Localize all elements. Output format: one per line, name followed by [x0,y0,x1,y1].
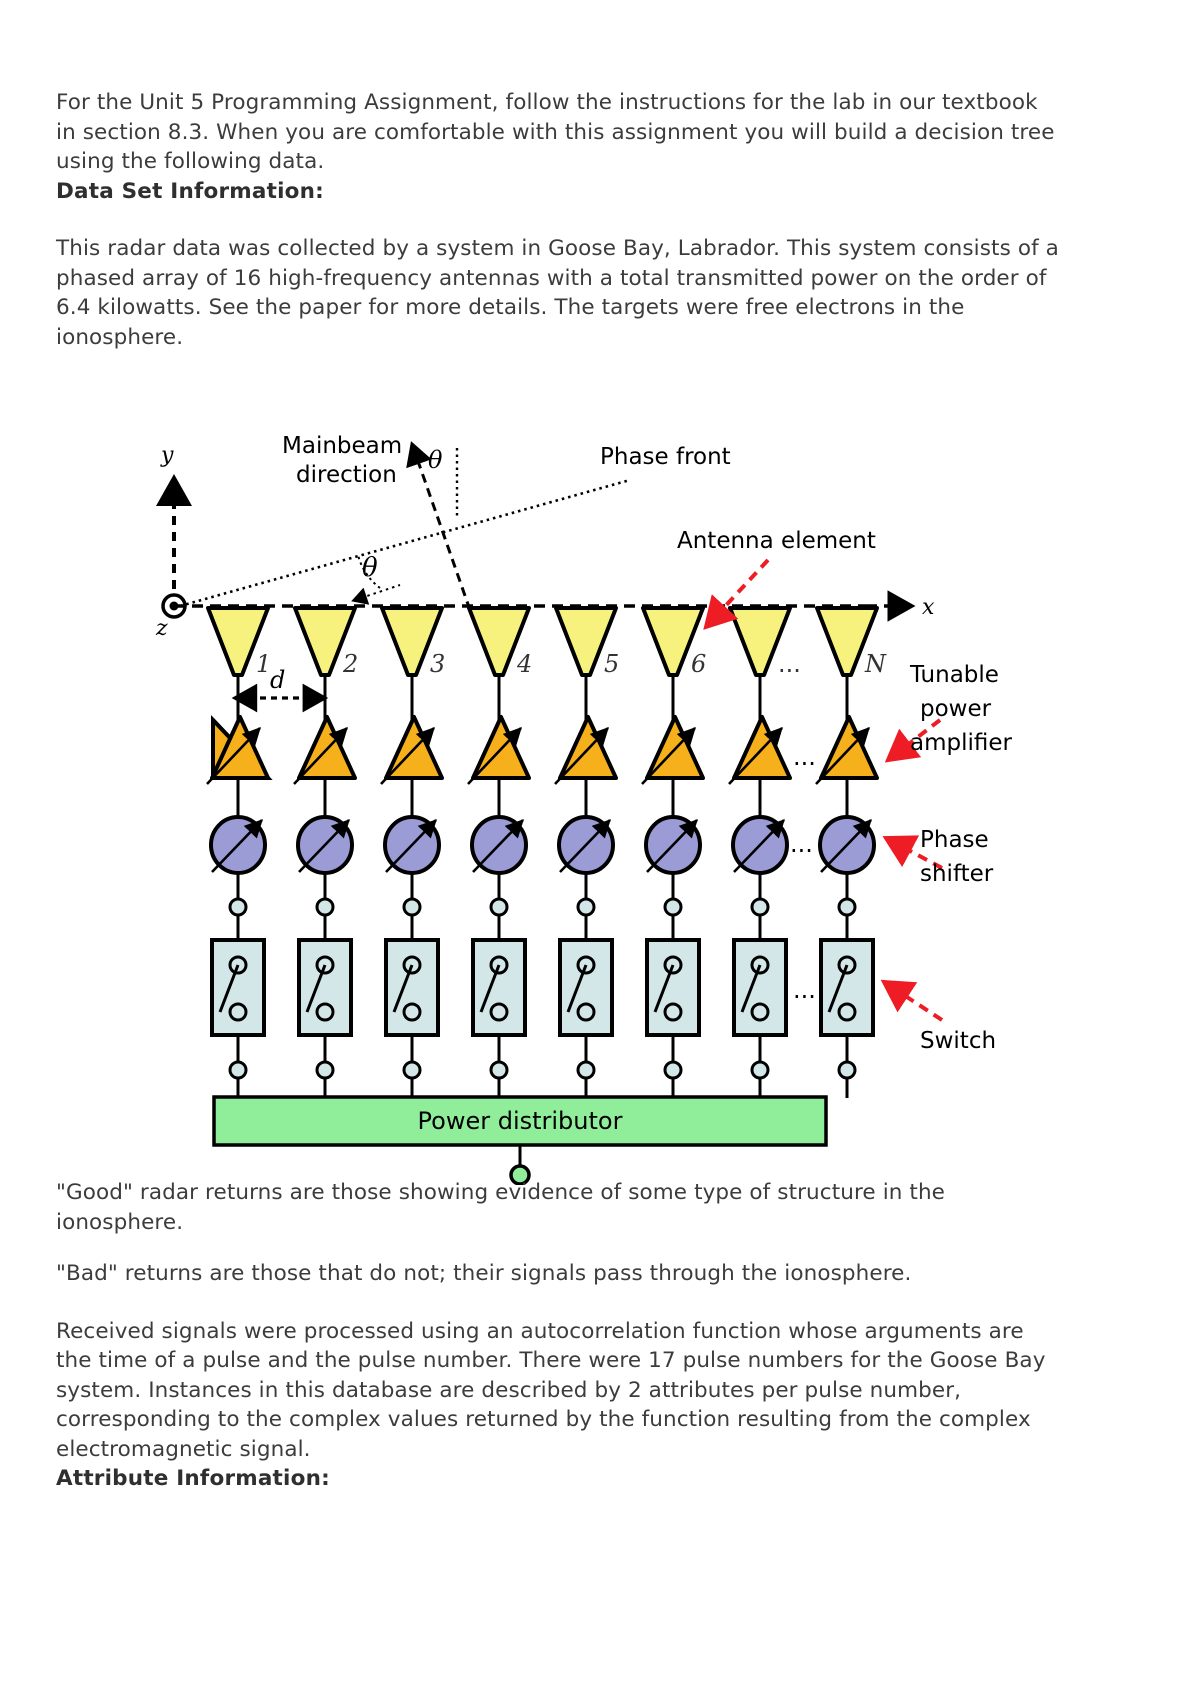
tunable-power-amplifier-callout: Tunable power amplifier [884,662,1013,763]
phase-shifter-label-line2: shifter [920,861,994,887]
antenna-element-3: 3 [380,606,445,720]
antenna-element-4: 4 [467,606,532,720]
switch-1[interactable] [210,938,266,1098]
phased-array-diagram: y z x Phase front [150,420,1050,1110]
antenna-element-6: 6 [641,606,706,720]
tunable-power-amplifier-3 [380,715,444,818]
good-returns-paragraph: "Good" radar returns are those showing e… [56,1180,946,1235]
antenna-number-5: 5 [604,650,619,678]
tunable-power-amplifier-n [815,715,879,818]
theta-bottom-label: θ [362,553,378,583]
phase-shifter-2 [296,815,354,940]
element-spacing-indicator: d [231,666,329,713]
switch-label: Switch [920,1028,996,1054]
phase-shifter-3 [383,815,441,940]
attribute-information-heading: Attribute Information: [56,1466,330,1491]
z-origin-marker: z [155,593,187,641]
antenna-element-callout: Antenna element [677,528,876,630]
switch-7[interactable] [732,938,788,1098]
mainbeam-label-line2: direction [296,462,397,488]
antenna-number-1: 1 [256,650,271,678]
tunable-label-line3: amplifier [910,730,1013,756]
phase-shifter-6 [644,815,702,940]
tunable-power-amplifier-6 [641,715,705,818]
x-axis-label: x [922,595,935,620]
spacing-label-d: d [270,666,285,694]
antenna-element-5: 5 [554,606,619,720]
antenna-number-6: 6 [691,650,706,678]
switch-6[interactable] [645,938,701,1098]
antenna-number-2: 2 [342,650,358,678]
switch-3[interactable] [384,938,440,1098]
tunable-power-amplifier-5 [554,715,618,818]
antenna-element-2: 2 [293,606,358,720]
bad-returns-paragraph: "Bad" returns are those that do not; the… [56,1261,912,1286]
amplifier-row-ellipsis: ... [793,743,816,771]
phase-shifter-n [818,815,876,940]
phase-shifter-row: ... [209,815,876,940]
phase-front-label: Phase front [600,444,731,470]
switch-row: ... [210,938,875,1098]
antenna-element-label: Antenna element [677,528,876,554]
phase-shifter-label-line1: Phase [920,827,989,853]
antenna-element-1: 1 [206,606,271,720]
phase-shifter-1 [209,815,267,940]
tunable-label-line2: power [920,696,992,722]
switch-callout: Switch [880,979,996,1054]
mainbeam-direction: Mainbeam direction θ θ [282,433,472,611]
antenna-number-4: 4 [516,650,532,678]
antenna-element-7: ... [728,606,801,720]
switch-n[interactable] [819,938,875,1098]
theta-top-label: θ [428,446,443,474]
z-axis-label: z [155,616,168,641]
switch-row-ellipsis: ... [793,976,816,1004]
tunable-label-line1: Tunable [909,662,999,688]
y-axis-label: y [160,443,174,468]
antenna-elements-row: 1 2 3 4 [206,606,887,720]
phase-shifter-5 [557,815,615,940]
phase-shifter-4 [470,815,528,940]
amplifier-row: ... [206,714,879,818]
antenna-element-n: N [815,606,887,720]
document-bottom-text: "Good" radar returns are those showing e… [56,1178,1066,1494]
document-top-text: For the Unit 5 Programming Assignment, f… [56,88,1064,352]
data-set-information-heading: Data Set Information: [56,178,324,204]
tunable-power-amplifier-7 [728,715,792,818]
antenna-number-n: N [864,650,887,678]
phase-front-line: Phase front [179,444,731,608]
received-signals-paragraph: Received signals were processed using an… [56,1318,1046,1462]
phase-shifter-7 [731,815,789,940]
tunable-power-amplifier-4 [467,715,531,818]
data-set-information-paragraph: This radar data was collected by a syste… [56,236,1059,350]
switch-4[interactable] [471,938,527,1098]
y-axis: y [156,443,192,605]
power-distributor-block: Power distributor [212,1095,912,1186]
tunable-power-amplifier-1 [206,714,273,818]
power-distributor-label: Power distributor [418,1107,623,1135]
intro-paragraph: For the Unit 5 Programming Assignment, f… [56,90,1055,174]
switch-5[interactable] [558,938,614,1098]
switch-2[interactable] [297,938,353,1098]
phase-shifter-callout: Phase shifter [882,827,994,887]
antenna-number-3: 3 [430,650,445,678]
tunable-power-amplifier-2 [293,715,357,818]
antenna-row-ellipsis: ... [778,650,801,678]
mainbeam-label-line1: Mainbeam [282,433,402,459]
phase-shifter-row-ellipsis: ... [790,830,813,858]
